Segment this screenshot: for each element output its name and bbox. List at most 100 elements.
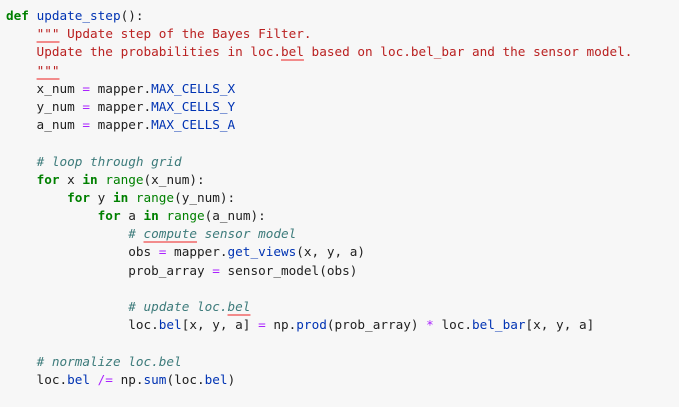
code-line[interactable]: # compute sensor model [6, 225, 679, 243]
code-token [6, 154, 37, 169]
code-line[interactable]: # loop through grid [6, 153, 679, 171]
keyword-token: in [143, 208, 159, 224]
keyword-token: in [82, 171, 98, 187]
operator-token: = [258, 317, 266, 333]
code-token [6, 226, 128, 241]
string-token: bel [281, 44, 304, 60]
operator-token: = [82, 98, 91, 114]
code-line[interactable]: loc.bel /= np.sum(loc.bel) [6, 371, 679, 389]
attribute-token: bel_bar [472, 317, 526, 333]
code-token: (): [120, 8, 144, 23]
code-line[interactable]: ​ [6, 280, 679, 298]
code-line[interactable]: """ [6, 62, 679, 80]
code-token: (x, y, a) [296, 244, 366, 260]
code-block[interactable]: def update_step(): """ Update step of th… [6, 7, 679, 389]
code-line[interactable]: prob_array = sensor_model(obs) [6, 262, 679, 280]
code-token [6, 208, 98, 223]
code-token: y_num [6, 98, 83, 114]
code-token: np. [265, 317, 297, 333]
attribute-token: bel [158, 317, 182, 333]
comment-token: # [128, 226, 144, 242]
attribute-token: prod [296, 317, 327, 333]
code-token: [x, y, a] [525, 317, 595, 333]
code-token: mapper. [90, 80, 152, 96]
code-token: mapper. [166, 244, 228, 260]
builtin-token: range [135, 189, 175, 205]
string-token: """ [36, 26, 60, 42]
attribute-token: MAX_CELLS_A [151, 117, 236, 133]
keyword-token: for [67, 189, 91, 205]
code-line[interactable]: loc.bel[x, y, a] = np.prod(prob_array) *… [6, 316, 679, 334]
code-token: (prob_array) [326, 317, 427, 333]
code-token [6, 190, 67, 205]
attribute-token: get_views [227, 244, 297, 260]
code-line[interactable]: for a in range(a_num): [6, 207, 679, 225]
builtin-token: range [166, 208, 205, 224]
comment-token: bel [227, 299, 251, 314]
builtin-token: range [105, 171, 144, 187]
attribute-token: MAX_CELLS_Y [151, 98, 236, 114]
code-token: sensor_model(obs) [219, 262, 358, 278]
code-token: y [90, 189, 113, 205]
string-token: """ [36, 62, 60, 78]
code-line[interactable]: # normalize loc.bel [6, 353, 679, 371]
code-line[interactable]: """ Update step of the Bayes Filter. [6, 25, 679, 43]
code-token: loc. [6, 371, 68, 387]
code-token: (x_num): [143, 171, 205, 187]
code-line[interactable]: ​ [6, 334, 679, 352]
code-token [6, 172, 37, 187]
code-line[interactable]: for y in range(y_num): [6, 189, 679, 207]
code-line[interactable]: # update loc.bel [6, 298, 679, 316]
code-token: [x, y, a] [181, 317, 259, 333]
code-line[interactable]: Update the probabilities in loc.bel base… [6, 43, 679, 61]
code-token [128, 190, 136, 205]
code-token: loc. [6, 317, 159, 333]
code-line[interactable]: a_num = mapper.MAX_CELLS_A [6, 116, 679, 134]
code-token: ) [227, 371, 236, 387]
string-token: Update the probabilities in loc. [6, 44, 281, 60]
code-line[interactable]: x_num = mapper.MAX_CELLS_X [6, 80, 679, 98]
code-token: (a_num): [204, 208, 266, 224]
attribute-token: bel [204, 371, 228, 387]
code-line[interactable]: def update_step(): [6, 7, 679, 25]
code-token: np. [112, 371, 144, 387]
keyword-token: in [112, 189, 129, 205]
operator-token: /= [97, 371, 113, 387]
string-token: based on loc.bel_bar and the sensor mode… [303, 44, 633, 60]
code-token [6, 299, 128, 314]
code-token: loc. [433, 317, 473, 333]
code-token: a_num [6, 117, 83, 133]
code-token [29, 8, 37, 23]
comment-token: # normalize loc.bel [36, 353, 182, 369]
keyword-token: for [36, 171, 60, 187]
code-token: obs [6, 244, 159, 260]
code-token: prob_array [6, 262, 213, 278]
operator-token: * [426, 317, 434, 333]
code-line[interactable]: obs = mapper.get_views(x, y, a) [6, 243, 679, 261]
code-token: a [120, 208, 144, 224]
comment-token: compute [143, 226, 197, 242]
code-line[interactable]: ​ [6, 134, 679, 152]
comment-token: sensor model [196, 226, 297, 242]
operator-token: = [82, 80, 91, 96]
operator-token: = [212, 262, 220, 278]
code-line[interactable]: y_num = mapper.MAX_CELLS_Y [6, 98, 679, 116]
code-token: x [59, 171, 83, 187]
comment-token: # loop through grid [36, 153, 182, 169]
operator-token: = [82, 117, 91, 133]
code-token [6, 26, 37, 41]
code-token [6, 354, 37, 369]
code-token: (loc. [166, 371, 205, 387]
attribute-token: sum [143, 371, 167, 387]
code-token [90, 372, 98, 387]
function-name-token: update_step [36, 8, 121, 23]
keyword-token: for [97, 208, 121, 224]
string-token: Update step of the Bayes Filter. [59, 26, 312, 42]
keyword-token: def [6, 8, 29, 23]
operator-token: = [158, 244, 167, 260]
attribute-token: MAX_CELLS_X [151, 80, 236, 96]
code-token [6, 63, 37, 78]
code-token: mapper. [90, 98, 152, 114]
code-line[interactable]: for x in range(x_num): [6, 171, 679, 189]
